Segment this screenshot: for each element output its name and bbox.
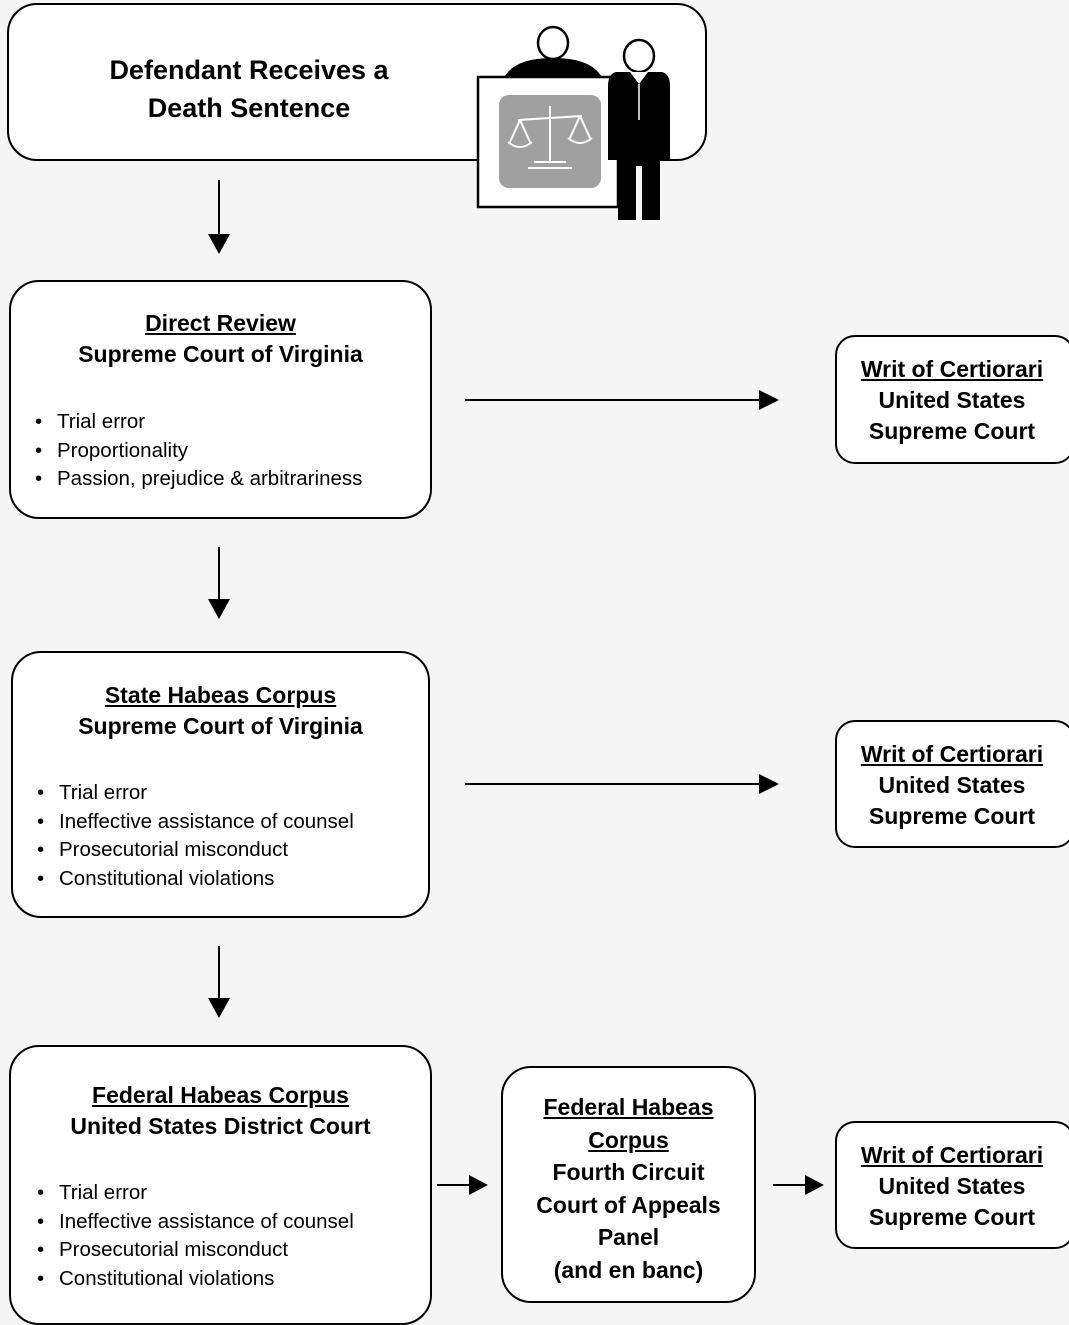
fourth-circuit-court-line: Fourth Circuit — [552, 1159, 705, 1185]
certiorari-court-line: Supreme Court — [868, 803, 1036, 829]
arrow-right-4 — [773, 1175, 824, 1195]
list-item: Proportionality — [33, 437, 362, 466]
direct-review-box: Direct Review Supreme Court of Virginia … — [9, 280, 432, 519]
certiorari-title: Writ of Certiorari — [860, 1142, 1044, 1168]
fourth-circuit-title-2: Corpus — [588, 1126, 669, 1153]
direct-review-court: Supreme Court of Virginia — [78, 341, 363, 367]
arrow-right-1 — [465, 390, 779, 410]
federal-habeas-box: Federal Habeas Corpus United States Dist… — [9, 1045, 432, 1325]
arrow-down-3 — [208, 946, 230, 1018]
certiorari-court-line: United States — [878, 387, 1026, 413]
certiorari-title: Writ of Certiorari — [860, 356, 1044, 382]
list-item: Passion, prejudice & arbitrariness — [33, 465, 362, 494]
fourth-circuit-title: Federal Habeas — [543, 1094, 714, 1120]
certiorari-court-line: United States — [878, 1173, 1026, 1199]
list-item: Constitutional violations — [35, 865, 354, 894]
certiorari-box-2: Writ of Certiorari United States Supreme… — [835, 720, 1069, 848]
fourth-circuit-en-banc: (and en banc) — [553, 1256, 704, 1283]
list-item: Ineffective assistance of counsel — [35, 808, 354, 837]
state-habeas-title: State Habeas Corpus — [104, 682, 337, 708]
certiorari-court-line: United States — [878, 772, 1026, 798]
direct-review-title: Direct Review — [145, 310, 296, 336]
fourth-circuit-box: Federal Habeas Corpus Fourth Circuit Cou… — [501, 1066, 756, 1303]
certiorari-title: Writ of Certiorari — [860, 741, 1044, 767]
certiorari-box-3: Writ of Certiorari United States Supreme… — [835, 1121, 1069, 1249]
death-sentence-title: Defendant Receives a Death Sentence — [109, 55, 389, 123]
certiorari-box-1: Writ of Certiorari United States Supreme… — [835, 335, 1069, 464]
list-item: Prosecutorial misconduct — [35, 836, 354, 865]
courtroom-judge-defendant-scales-icon — [476, 25, 670, 220]
fourth-circuit-court-line: Court of Appeals — [536, 1191, 721, 1218]
federal-habeas-title: Federal Habeas Corpus — [92, 1082, 349, 1108]
federal-habeas-court: United States District Court — [70, 1113, 371, 1139]
list-item: Trial error — [33, 408, 362, 437]
list-item: Constitutional violations — [35, 1265, 354, 1294]
certiorari-court-line: Supreme Court — [868, 418, 1036, 444]
state-habeas-issues: Trial error Ineffective assistance of co… — [35, 779, 354, 893]
federal-habeas-issues: Trial error Ineffective assistance of co… — [35, 1179, 354, 1293]
list-item: Trial error — [35, 779, 354, 808]
list-item: Trial error — [35, 1179, 354, 1208]
fourth-circuit-panel: Panel — [597, 1224, 660, 1250]
direct-review-issues: Trial error Proportionality Passion, pre… — [33, 408, 362, 494]
arrow-down-2 — [208, 547, 230, 619]
certiorari-court-line: Supreme Court — [868, 1204, 1036, 1230]
arrow-down-1 — [208, 180, 230, 254]
list-item: Prosecutorial misconduct — [35, 1236, 354, 1265]
arrow-right-3 — [437, 1175, 488, 1195]
arrow-right-2 — [465, 774, 779, 794]
state-habeas-court: Supreme Court of Virginia — [78, 713, 363, 739]
state-habeas-box: State Habeas Corpus Supreme Court of Vir… — [11, 651, 430, 918]
list-item: Ineffective assistance of counsel — [35, 1208, 354, 1237]
